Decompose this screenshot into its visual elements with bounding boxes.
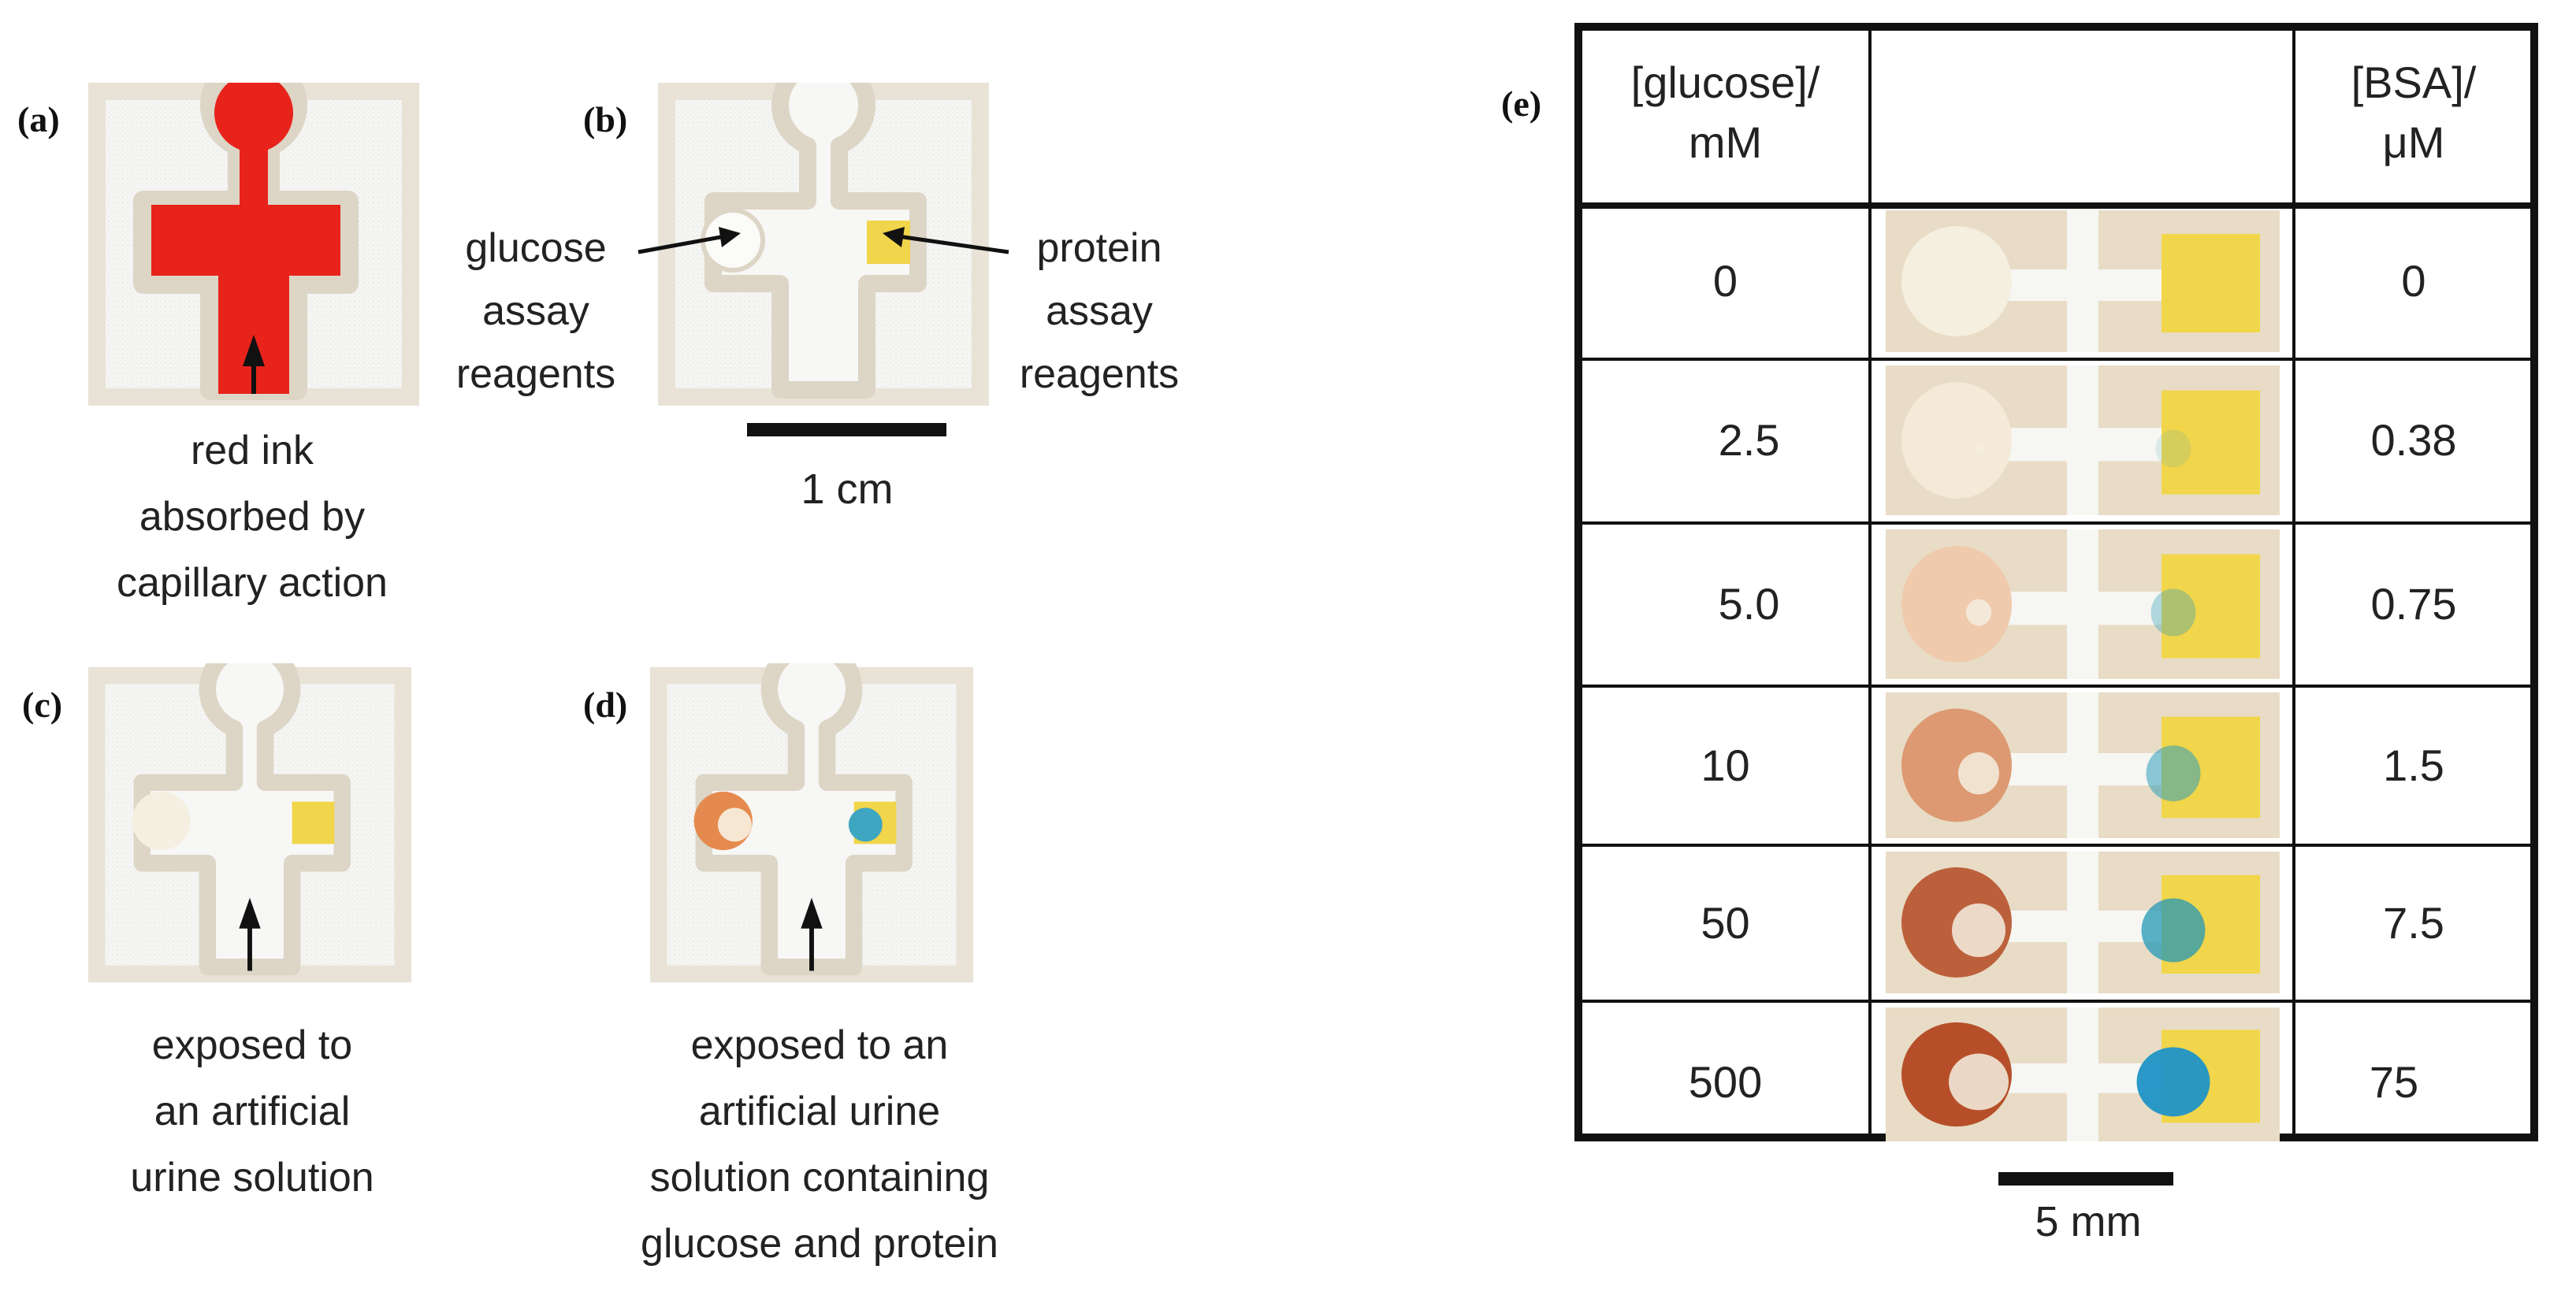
table-row-divider [1582,358,2530,361]
panel-label-e: (e) [1501,83,1542,124]
red-ink-channel [151,83,340,394]
caption-a-line-1: red ink [190,428,314,473]
table-row-divider [1582,521,2530,525]
header-glucose-line-1: [glucose]/ [1630,58,1820,107]
bsa-value: 75 [2369,1057,2419,1107]
caption-a: red ink absorbed by capillary action [47,417,457,616]
bsa-value: 0 [2401,256,2426,306]
scale-bar-5mm [1998,1172,2173,1186]
glucose-value: 500 [1688,1057,1763,1107]
protein-callout-line-1: protein [1036,225,1162,271]
bsa-value: 0.75 [2370,579,2457,629]
scale-bar-1cm [747,423,946,436]
protein-callout-arrow [883,227,1009,254]
caption-c-line-1: exposed to [151,1022,353,1068]
assay-photo [1886,210,2280,352]
scale-label-5mm: 5 mm [2035,1198,2142,1245]
table-header-divider [1582,202,2530,209]
caption-c-line-3: urine solution [130,1155,374,1200]
caption-d-line-2: artificial urine [698,1089,941,1134]
header-bsa-line-2: μM [2382,117,2445,167]
assay-photo [1886,692,2280,838]
caption-d-line-4: glucose and protein [641,1221,998,1267]
glucose-callout-arrow [637,227,741,254]
table-row-divider [1582,1000,2530,1003]
table-column-divider-2 [2292,31,2295,1134]
glucose-callout-line-2: assay [482,288,589,334]
panel-label-d: (d) [583,685,628,725]
glucose-callout-line-3: reagents [455,351,616,397]
glucose-value: 10 [1701,740,1750,790]
caption-c: exposed to an artificial urine solution [47,1012,457,1211]
panel-label-c: (c) [22,685,63,725]
caption-d-line-3: solution containing [649,1155,990,1200]
device-d-image [650,663,973,983]
glucose-assay-callout: glucose assay reagents [429,217,642,406]
protein-callout-line-2: assay [1046,288,1153,334]
header-glucose-line-2: mM [1688,117,1763,167]
protein-assay-callout: protein assay reagents [985,217,1214,406]
header-bsa: [BSA]/ μM [2295,53,2532,173]
device-a-image [88,83,419,406]
glucose-callout-line-1: glucose [465,225,607,271]
table-column-divider-1 [1868,31,1872,1134]
protein-callout-line-3: reagents [1019,351,1180,397]
calibration-table: [glucose]/ mM [BSA]/ μM 0 0 2.5 0.38 5.0… [1574,23,2538,1141]
panel-label-a: (a) [17,99,60,139]
caption-d-line-1: exposed to an [690,1022,949,1068]
assay-photo [1886,529,2280,679]
assay-photo [1886,1007,2280,1141]
glucose-value: 50 [1701,898,1750,948]
assay-photo [1886,365,2280,515]
panel-label-b: (b) [583,99,628,139]
glucose-value: 2.5 [1718,415,1780,465]
caption-d: exposed to an artificial urine solution … [544,1012,1095,1277]
glucose-value: 5.0 [1718,579,1780,629]
bsa-value: 1.5 [2383,740,2444,790]
glucose-value: 0 [1712,256,1738,306]
table-row-divider [1582,844,2530,847]
device-b-image [658,83,989,406]
table-row-divider [1582,685,2530,688]
header-glucose: [glucose]/ mM [1582,53,1868,173]
bsa-value: 0.38 [2370,415,2457,465]
device-c-image [88,663,411,983]
caption-a-line-2: absorbed by [139,494,366,540]
assay-photo [1886,852,2280,993]
header-bsa-line-1: [BSA]/ [2351,58,2477,107]
scale-label-1cm: 1 cm [801,466,894,513]
caption-a-line-3: capillary action [117,560,388,606]
caption-c-line-2: an artificial [154,1089,351,1134]
bsa-value: 7.5 [2383,898,2444,948]
